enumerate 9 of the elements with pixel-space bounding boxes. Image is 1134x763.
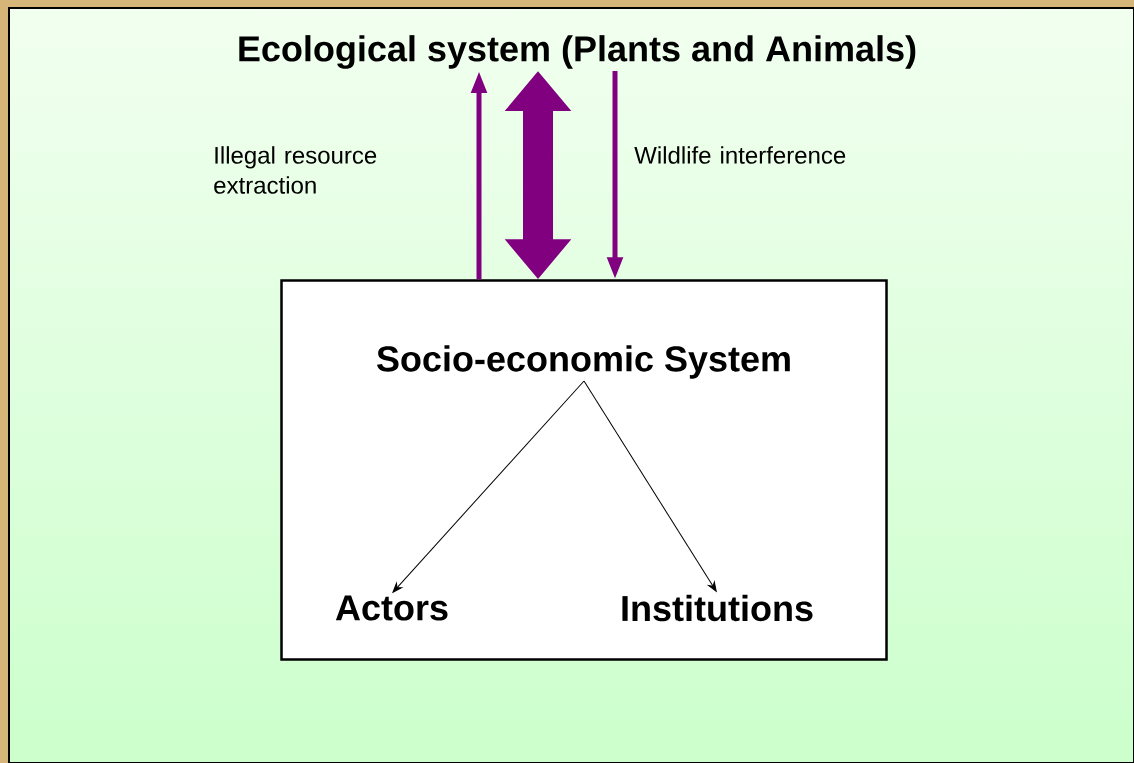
edge-label: Illegal resource extraction — [214, 146, 377, 194]
node-label: Institutions — [622, 594, 813, 622]
arrow — [583, 380, 717, 592]
node-label: Actors — [335, 595, 448, 621]
title-text: Ecological system (Plants and Animals) — [239, 35, 916, 69]
heading-text: Socio-economic System — [377, 345, 790, 379]
edge-label: Wildlife interference — [634, 146, 846, 164]
system-box — [280, 279, 888, 661]
arrow — [392, 380, 585, 593]
